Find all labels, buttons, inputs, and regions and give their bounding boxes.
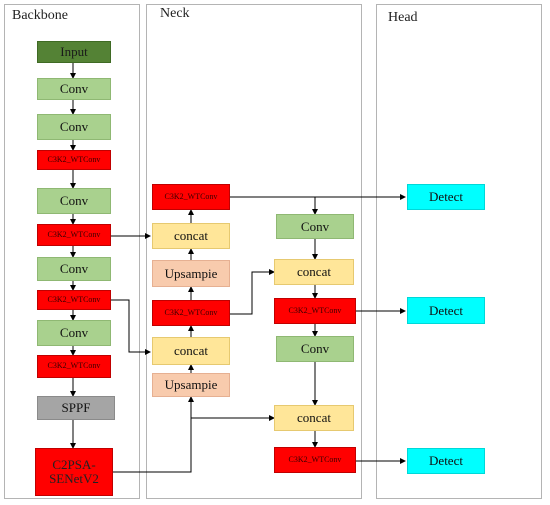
neck-concat-1: concat xyxy=(152,223,230,249)
detect-node-3: Detect xyxy=(407,448,485,474)
c2psa-node: C2PSA- SENetV2 xyxy=(35,448,113,496)
backbone-title: Backbone xyxy=(12,8,68,23)
neck-concat-2: concat xyxy=(152,337,230,365)
conv-node-1: Conv xyxy=(37,78,111,100)
detect-node-1: Detect xyxy=(407,184,485,210)
c3k2-node-3: C3K2_WTConv xyxy=(37,290,111,310)
conv-node-3: Conv xyxy=(37,188,111,214)
detect-node-2: Detect xyxy=(407,297,485,324)
c3k2-node-4: C3K2_WTConv xyxy=(37,355,111,378)
head-title: Head xyxy=(388,10,418,25)
conv-node-5: Conv xyxy=(37,320,111,346)
neck-conv-a: Conv xyxy=(276,214,354,239)
neck-concat-3: concat xyxy=(274,259,354,285)
neck-concat-4: concat xyxy=(274,405,354,431)
conv-node-2: Conv xyxy=(37,114,111,140)
neck-c3k2-b: C3K2_WTConv xyxy=(274,298,356,324)
c3k2-node-2: C3K2_WTConv xyxy=(37,224,111,246)
input-node: Input xyxy=(37,41,111,63)
neck-c3k2-mid: C3K2_WTConv xyxy=(152,300,230,326)
neck-c3k2-top: C3K2_WTConv xyxy=(152,184,230,210)
c3k2-node-1: C3K2_WTConv xyxy=(37,150,111,170)
sppf-node: SPPF xyxy=(37,396,115,420)
neck-conv-b: Conv xyxy=(276,336,354,362)
head-panel xyxy=(376,4,542,499)
neck-upsample-2: Upsampie xyxy=(152,373,230,397)
neck-title: Neck xyxy=(160,6,190,21)
neck-c3k2-c: C3K2_WTConv xyxy=(274,447,356,473)
conv-node-4: Conv xyxy=(37,257,111,281)
neck-upsample-1: Upsampie xyxy=(152,260,230,287)
